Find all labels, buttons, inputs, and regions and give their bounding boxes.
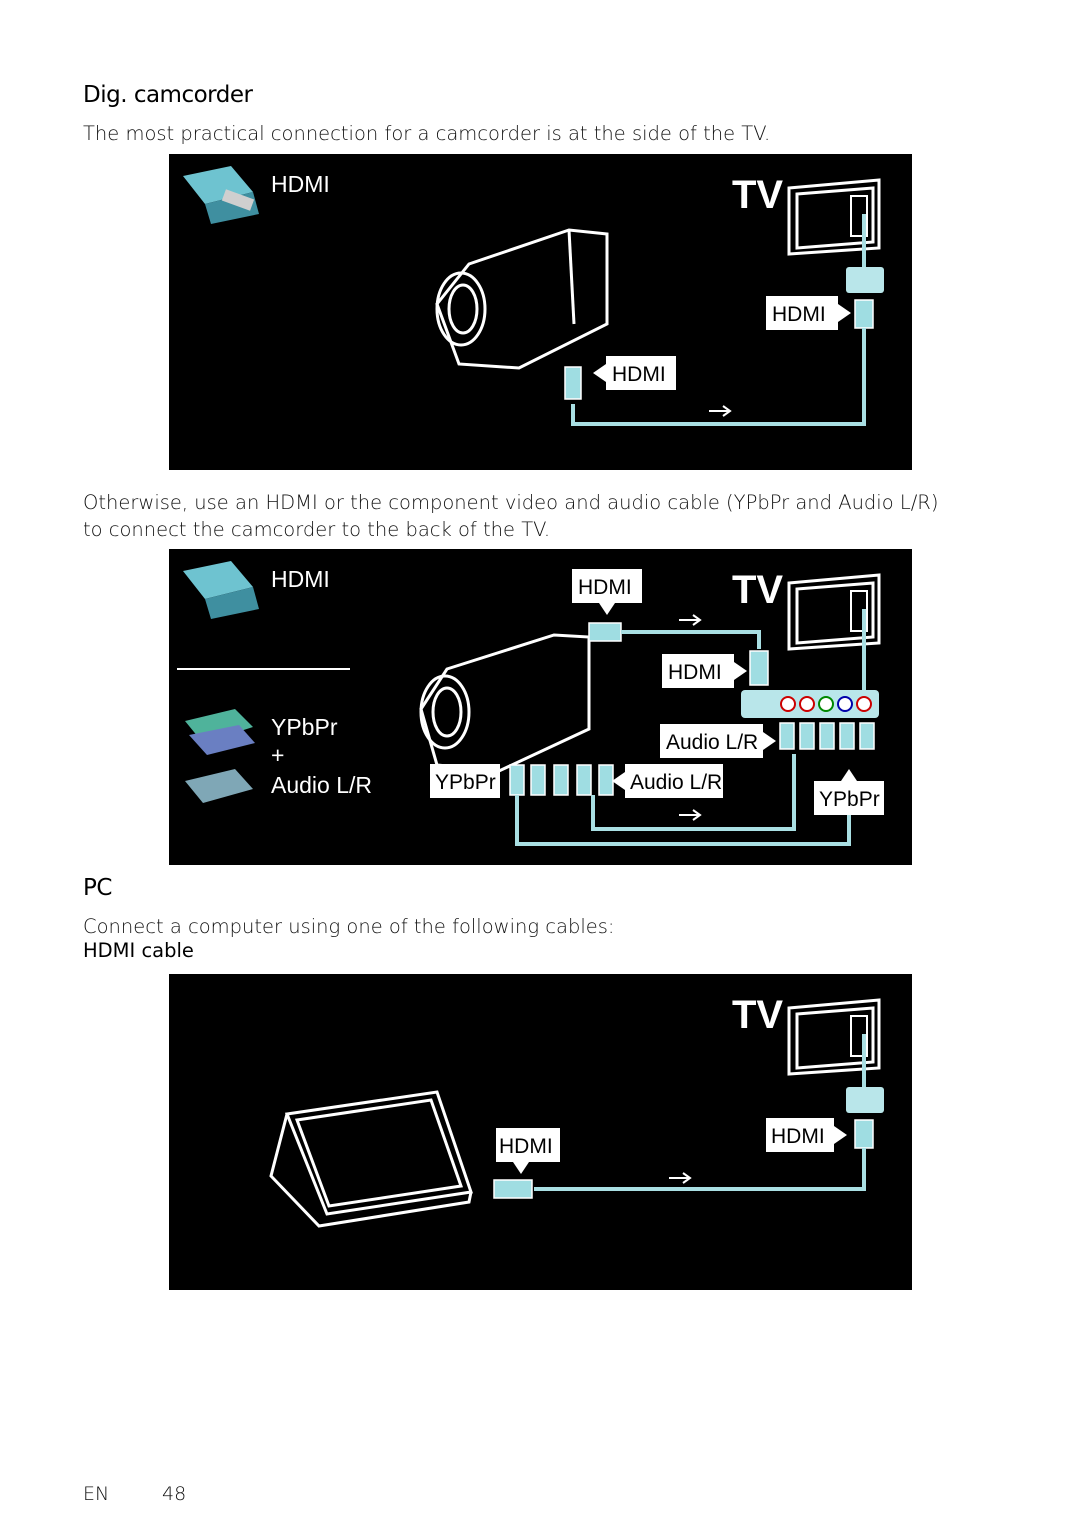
- tv-hdmi-port: [846, 267, 884, 293]
- tag-hdmi-camcorder: HDMI: [612, 363, 666, 386]
- camcorder-hdmi-plug: [588, 622, 622, 642]
- tag-hdmi-pc: HDMI: [499, 1135, 553, 1158]
- tv-label: TV: [732, 993, 783, 1037]
- laptop-icon: [269, 1090, 473, 1228]
- tv-plug: [854, 1119, 874, 1149]
- tag-audio-camcorder: Audio L/R: [630, 771, 722, 794]
- camcorder-plug: [564, 366, 582, 400]
- legend-ypbpr-label: YPbPr: [271, 714, 338, 740]
- tv-icon: [787, 998, 881, 1076]
- tv-icon: [787, 573, 881, 651]
- component-cable-icon: [185, 709, 255, 755]
- tag-hdmi-camcorder: HDMI: [578, 576, 632, 599]
- footer-language: EN: [83, 1483, 110, 1505]
- direction-arrow: [709, 405, 732, 417]
- camcorder-icon: [419, 633, 591, 773]
- section-title-camcorder: Dig. camcorder: [83, 82, 253, 108]
- legend-hdmi-label: HDMI: [271, 171, 330, 197]
- pc-plug: [493, 1179, 533, 1199]
- legend-audio-label: Audio L/R: [271, 772, 372, 798]
- section-title-pc: PC: [83, 875, 112, 901]
- legend-hdmi-label: HDMI: [271, 566, 330, 592]
- tv-label: TV: [732, 568, 783, 612]
- tv-hdmi-plug: [749, 650, 769, 686]
- tv-hdmi-port: [846, 1087, 884, 1113]
- pc-intro: Connect a computer using one of the foll…: [83, 915, 615, 938]
- tag-hdmi-tv: HDMI: [771, 1125, 825, 1148]
- camcorder-icon: [435, 228, 609, 370]
- tv-component-plugs: [779, 722, 875, 750]
- direction-arrow: [669, 1172, 692, 1184]
- tv-icon: [787, 178, 881, 256]
- tv-side-plug: [854, 299, 874, 329]
- camcorder-component-plugs: [509, 764, 614, 796]
- tag-hdmi-tv: HDMI: [772, 303, 826, 326]
- tag-ypbpr-tv: YPbPr: [819, 788, 880, 811]
- tag-ypbpr-camcorder: YPbPr: [435, 771, 496, 794]
- audio-cable-icon: [185, 769, 253, 803]
- hdmi-cable-heading: HDMI cable: [83, 939, 194, 962]
- legend-plus-label: +: [271, 742, 284, 768]
- hdmi-connector-icon: [183, 561, 259, 619]
- hdmi-connector-icon: [183, 166, 259, 224]
- camcorder-alt-text: Otherwise, use an HDMI or the component …: [83, 491, 939, 541]
- diagram-camcorder-back: HDMI YPbPr + Audio L/R TV: [169, 549, 912, 865]
- tv-label: TV: [732, 173, 783, 217]
- tag-audio-tv: Audio L/R: [666, 731, 758, 754]
- footer-page-number: 48: [162, 1483, 187, 1505]
- tag-hdmi-tv: HDMI: [668, 661, 722, 684]
- diagram-pc-hdmi: TV HDMI HDMI: [169, 974, 912, 1290]
- camcorder-intro: The most practical connection for a camc…: [83, 122, 771, 145]
- diagram-camcorder-side: HDMI TV HDMI HDMI: [169, 154, 912, 470]
